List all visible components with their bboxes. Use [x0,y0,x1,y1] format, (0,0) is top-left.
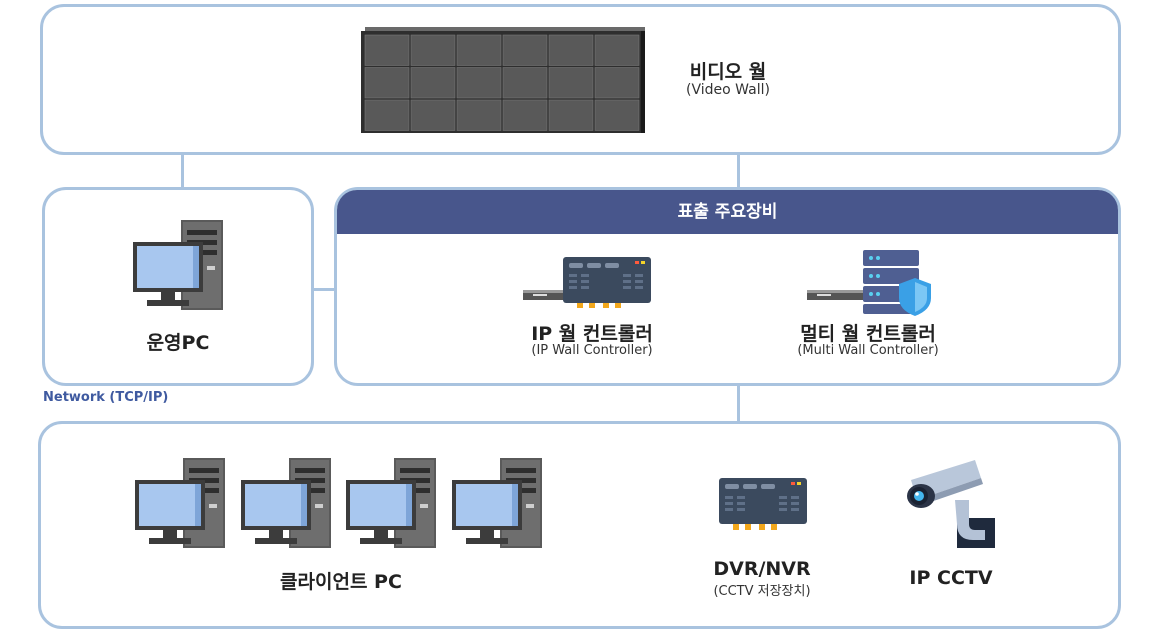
video-wall-tile [594,99,640,131]
connector-pc-to-equipment [311,288,337,291]
video-wall-tile [456,99,502,131]
video-wall-tile [594,67,640,99]
dvr-nvr-subtitle: (CCTV 저장장치) [713,584,811,599]
display-equipment-panel: 표출 주요장비 IP 월 컨트롤러 (IP Wall Controller) [334,187,1121,386]
video-wall-tile [364,67,410,99]
video-wall-tile [410,34,456,66]
ip-cctv-title: IP CCTV [909,567,993,589]
video-wall-tile [594,34,640,66]
video-wall-panel: 비디오 월 (Video Wall) [40,4,1121,155]
video-wall-tile [456,67,502,99]
multi-wall-controller-subtitle: (Multi Wall Controller) [797,343,939,358]
video-wall-tile [364,99,410,131]
multi-wall-controller-icon [807,250,931,316]
display-equipment-header: 표출 주요장비 [337,190,1118,234]
video-wall-tile [548,99,594,131]
video-wall-tile [502,34,548,66]
video-wall-tile [548,34,594,66]
operation-pc-panel: 운영PC [42,187,314,386]
desktop-pc-icon [133,220,223,310]
ip-wall-controller-title: IP 월 컨트롤러 [531,323,653,345]
operation-pc-title: 운영PC [146,332,210,354]
client-pc-title: 클라이언트 PC [280,571,402,593]
ip-wall-controller-icon [523,257,651,308]
connector-videowall-to-equipment [737,152,740,190]
dvr-nvr-title: DVR/NVR [713,558,811,580]
desktop-pc-icon [346,458,436,548]
desktop-pc-icon [241,458,331,548]
video-wall-tile [502,99,548,131]
dvr-nvr-icon [719,478,807,530]
video-wall-icon [361,27,645,133]
multi-wall-controller-title: 멀티 월 컨트롤러 [800,323,936,345]
video-wall-tile [456,34,502,66]
desktop-pc-icon [452,458,542,548]
video-wall-tile [410,99,456,131]
network-label: Network (TCP/IP) [43,390,169,405]
connector-videowall-to-pc [181,152,184,190]
connector-equipment-to-clients [737,383,740,424]
desktop-pc-icon [135,458,225,548]
video-wall-tile [410,67,456,99]
video-wall-tile [548,67,594,99]
video-wall-tile [364,34,410,66]
video-wall-title: 비디오 월 [689,61,767,83]
client-panel: 클라이언트 PC DVR/NVR (CCTV 저장장치) [38,421,1121,629]
ip-camera-icon [907,460,995,548]
video-wall-tile [502,67,548,99]
video-wall-subtitle: (Video Wall) [686,82,770,98]
ip-wall-controller-subtitle: (IP Wall Controller) [531,343,653,358]
